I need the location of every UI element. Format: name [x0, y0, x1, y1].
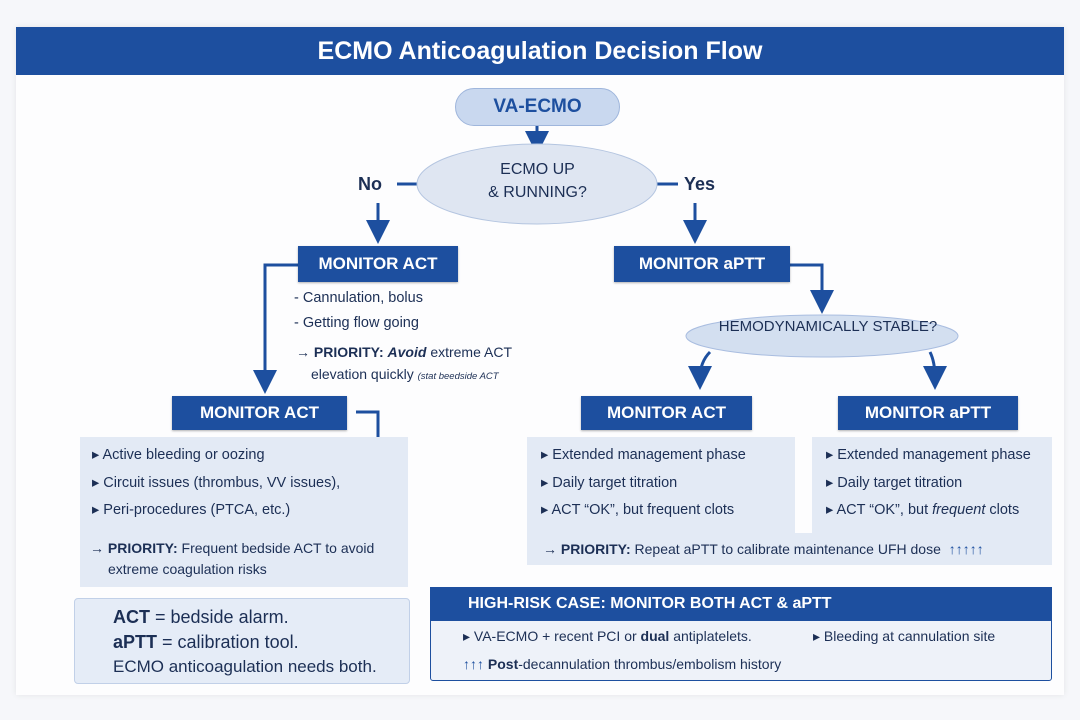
right-sub-bullet-3: ▸ ACT “OK”, but frequent clots: [826, 502, 1019, 518]
decision-question: ECMO UP & RUNNING?: [430, 158, 645, 204]
left-sub-priority-prefix: → PRIORITY:: [90, 540, 178, 556]
left-sub-box: [80, 437, 408, 587]
right-sub-bullet-3-rest: clots: [989, 502, 1020, 518]
right-sub-bullet-3-emphasis: frequent: [932, 502, 986, 518]
high-risk-title: HIGH-RISK CASE: MONITOR BOTH ACT & aPTT: [430, 587, 1052, 621]
arrow-aptt-to-stable: [790, 263, 834, 314]
left-priority: → PRIORITY: Avoid extreme ACT: [296, 344, 512, 360]
left-sub-bullet-1: ▸ Active bleeding or oozing: [92, 447, 265, 463]
left-sub-bullet-3: ▸ Peri-procedures (PTCA, etc.): [92, 502, 291, 518]
left-sub-priority: → PRIORITY: Frequent bedside ACT to avoi…: [90, 540, 374, 556]
high-risk-item-1-emphasis: dual: [640, 628, 670, 644]
summary-line-1: ACT = bedside alarm.: [113, 607, 289, 628]
diagram-title: ECMO Anticoagulation Decision Flow: [16, 27, 1064, 75]
high-risk-item-3-text: -decannulation thrombus/embolism history: [518, 656, 782, 672]
left-sub-monitor-act-header: MONITOR ACT: [172, 396, 347, 430]
summary-box: ACT = bedside alarm. aPTT = calibration …: [74, 598, 410, 684]
edge-label-no: No: [358, 174, 382, 194]
arrow-stable-to-mid-act: [688, 350, 713, 390]
arrow-left-to-sub-act: [253, 263, 300, 394]
shared-priority: → PRIORITY: Repeat aPTT to calibrate mai…: [543, 541, 984, 557]
edge-label-yes: Yes: [684, 174, 716, 194]
mid-sub-bullet-3: ▸ ACT “OK”, but frequent clots: [541, 502, 735, 518]
right-sub-bullet-1: ▸ Extended management phase: [826, 447, 1031, 463]
high-risk-item-3-emphasis: Post: [487, 656, 519, 672]
left-priority-text: extreme ACT: [430, 344, 513, 360]
mid-sub-bullet-2: ▸ Daily target titration: [541, 475, 678, 491]
start-node: VA-ECMO: [455, 88, 620, 126]
high-risk-item-3: ↑↑↑ Post-decannulation thrombus/embolism…: [463, 656, 781, 672]
left-priority-note: (stat beedside ACT: [417, 371, 499, 382]
mid-sub-bullet-1: ▸ Extended management phase: [541, 447, 746, 463]
arrow-stable-to-right-aptt: [922, 351, 947, 390]
summary-line-3: ECMO anticoagulation needs both.: [113, 657, 377, 676]
left-priority-prefix: → PRIORITY:: [296, 344, 384, 360]
left-sub-priority-line-2: extreme coagulation risks: [108, 561, 267, 577]
high-risk-item-1: ▸ VA-ECMO + recent PCI or dual antiplate…: [463, 628, 752, 645]
summary-aptt-key: aPTT: [113, 632, 158, 652]
mid-sub-monitor-act-header: MONITOR ACT: [581, 396, 752, 430]
right-sub-bullet-3-text: ▸ ACT “OK”, but: [826, 502, 929, 518]
summary-aptt-text: = calibration tool.: [157, 632, 299, 652]
shared-priority-text: Repeat aPTT to calibrate maintenance UFH…: [634, 541, 941, 557]
left-monitor-act-header: MONITOR ACT: [298, 246, 458, 282]
left-priority-emphasis: Avoid: [387, 344, 427, 360]
high-risk-item-1-pre: ▸ VA-ECMO + recent PCI or: [463, 628, 637, 644]
right-sub-monitor-aptt-header: MONITOR aPTT: [838, 396, 1018, 430]
right-monitor-aptt-header: MONITOR aPTT: [614, 246, 790, 282]
shared-priority-box: [527, 533, 1052, 565]
left-priority-line-2: elevation quickly (stat beedside ACT: [311, 366, 499, 382]
shared-priority-prefix: → PRIORITY:: [543, 541, 631, 557]
summary-act-key: ACT: [113, 607, 150, 627]
right-sub-bullet-2: ▸ Daily target titration: [826, 475, 963, 491]
decision-line-1: ECMO UP: [500, 161, 575, 178]
left-bullet-1: - Cannulation, bolus: [294, 290, 423, 306]
left-sub-bullet-2: ▸ Circuit issues (thrombus, VV issues),: [92, 475, 341, 491]
summary-line-2: aPTT = calibration tool.: [113, 632, 299, 653]
decision-diamond: [416, 143, 658, 225]
mid-sub-box: [527, 437, 795, 533]
stable-question: HEMODYNAMICALLY STABLE?: [718, 318, 938, 335]
high-risk-item-1-post: antiplatelets.: [673, 628, 752, 644]
decision-line-2: & RUNNING?: [488, 184, 587, 201]
stable-question-shape: [685, 314, 959, 358]
left-priority-line-2-text: elevation quickly: [311, 366, 414, 382]
summary-act-text: = bedside alarm.: [150, 607, 289, 627]
high-risk-item-3-arrows: ↑↑↑: [463, 656, 484, 672]
left-sub-priority-text: Frequent bedside ACT to avoid: [181, 540, 375, 556]
high-risk-item-2: ▸ Bleeding at cannulation site: [813, 628, 996, 644]
left-bullet-2: - Getting flow going: [294, 315, 419, 331]
right-sub-box: [812, 437, 1052, 533]
shared-priority-arrows: ↑↑↑↑↑: [948, 541, 984, 557]
